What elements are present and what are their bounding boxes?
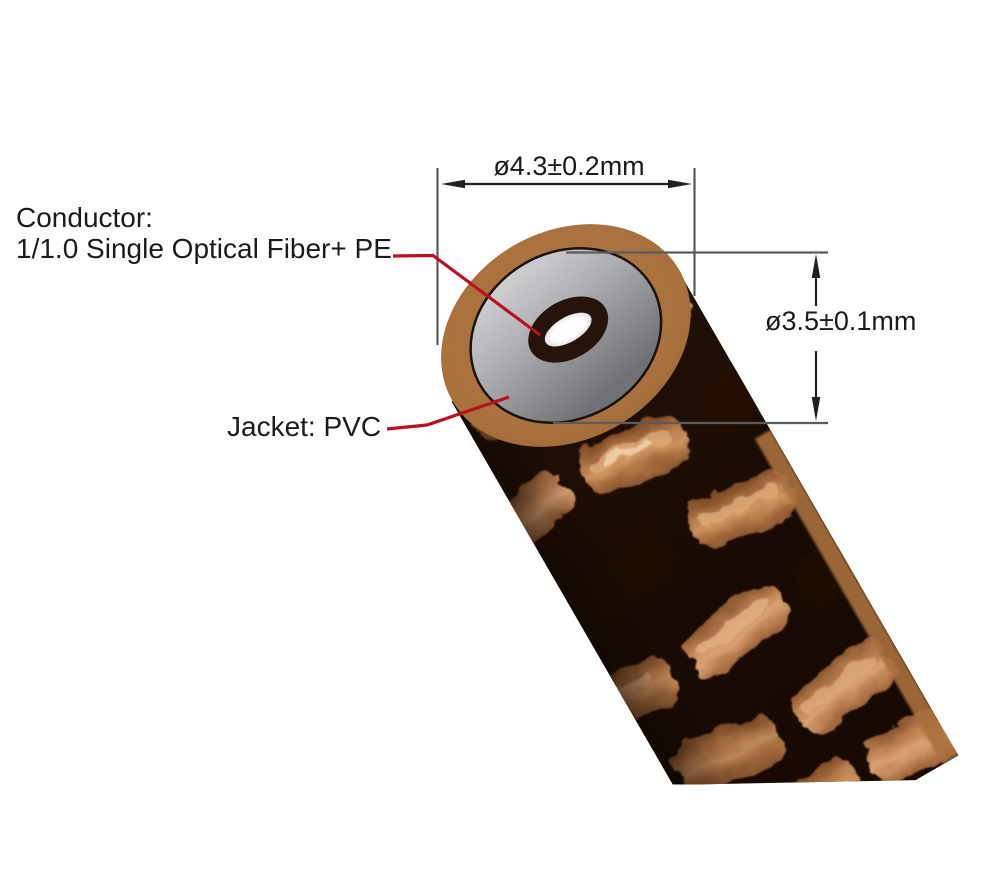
dimension-overall-diameter — [436, 168, 696, 345]
braid-edge-sheen — [754, 429, 959, 765]
arrowhead-right — [668, 179, 692, 189]
arrowhead-up — [811, 254, 821, 278]
braid-highlight — [697, 486, 779, 526]
braid-highlight — [803, 655, 875, 713]
jacket-diameter-value: ø3.5±0.1mm — [765, 306, 917, 336]
conductor-callout-line2: 1/1.0 Single Optical Fiber+ PE — [16, 233, 392, 264]
conductor-callout-line1: Conductor: — [16, 202, 153, 233]
braid-edge-shadow — [451, 371, 784, 785]
braid-highlight — [604, 441, 652, 464]
dimension-jacket-diameter — [553, 251, 828, 425]
leader-line-conductor — [392, 253, 541, 337]
overall-diameter-value: ø4.3±0.2mm — [493, 151, 645, 181]
cross-section — [441, 224, 691, 447]
arrowhead-left — [441, 179, 465, 189]
conductor-callout: Conductor: 1/1.0 Single Optical Fiber+ P… — [16, 202, 392, 264]
leader-line-jacket — [386, 395, 510, 431]
arrowhead-down — [811, 397, 821, 421]
fiber-core — [544, 312, 592, 347]
jacket-callout: Jacket: PVC — [227, 411, 382, 442]
braid-highlight — [696, 599, 767, 657]
